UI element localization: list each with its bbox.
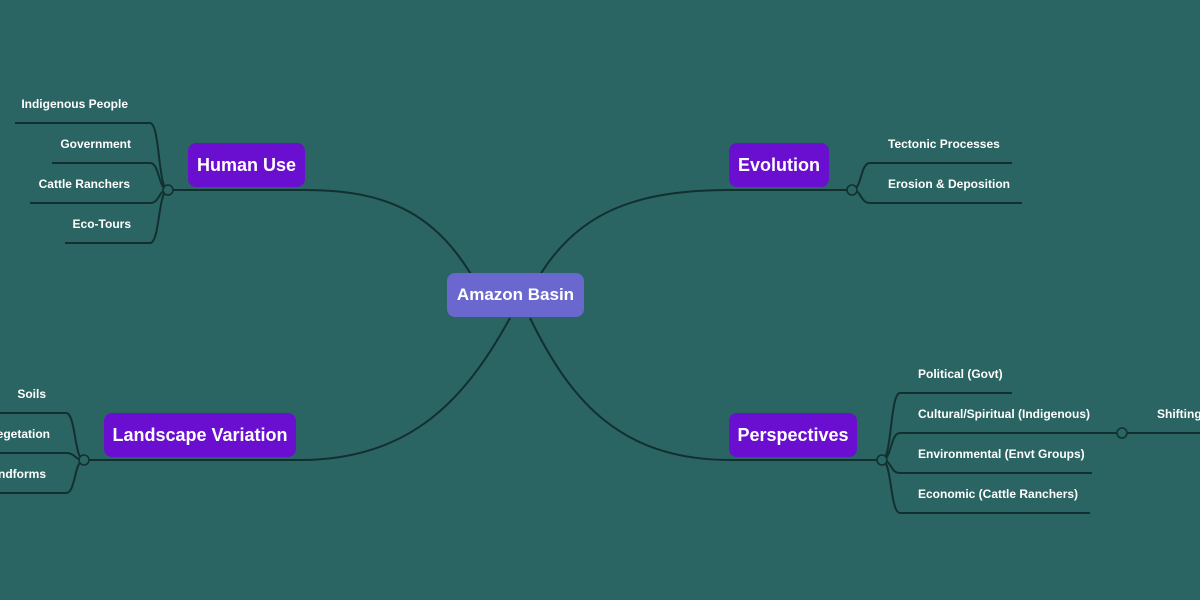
junction-perspectives <box>876 454 888 466</box>
leaf-economic[interactable]: Economic (Cattle Ranchers) <box>918 487 1079 501</box>
leaf-indigenous-people[interactable]: Indigenous People <box>21 97 128 111</box>
leaf-vegetation[interactable]: Vegetation <box>0 427 50 441</box>
leaf-landforms[interactable]: Landforms <box>0 467 46 481</box>
topic-evolution[interactable]: Evolution <box>729 143 829 187</box>
central-node[interactable]: Amazon Basin <box>447 273 584 317</box>
leaf-erosion-deposition[interactable]: Erosion & Deposition <box>888 177 1011 191</box>
leaf-soils[interactable]: Soils <box>17 387 46 401</box>
topic-landscape-variation[interactable]: Landscape Variation <box>104 413 296 457</box>
leaf-tectonic-processes[interactable]: Tectonic Processes <box>888 137 1000 151</box>
leaf-government[interactable]: Government <box>60 137 131 151</box>
leaf-environmental[interactable]: Environmental (Envt Groups) <box>918 447 1085 461</box>
connector-human-use <box>304 189 481 291</box>
junction-evolution <box>846 184 858 196</box>
junction-cultural <box>1116 427 1128 439</box>
leaf-cattle-ranchers[interactable]: Cattle Ranchers <box>38 177 130 191</box>
connector-landscape <box>299 317 511 461</box>
topic-human-use[interactable]: Human Use <box>188 143 305 187</box>
junction-human-use <box>162 184 174 196</box>
leaf-cultural-spiritual[interactable]: Cultural/Spiritual (Indigenous) <box>918 407 1090 421</box>
leaf-political[interactable]: Political (Govt) <box>918 367 1003 381</box>
leaf-shifting[interactable]: Shifting <box>1157 407 1200 421</box>
topic-perspectives[interactable]: Perspectives <box>729 413 857 457</box>
junction-landscape <box>78 454 90 466</box>
connector-perspectives <box>529 317 731 461</box>
leaf-eco-tours[interactable]: Eco-Tours <box>72 217 131 231</box>
connector-evolution <box>539 189 731 276</box>
